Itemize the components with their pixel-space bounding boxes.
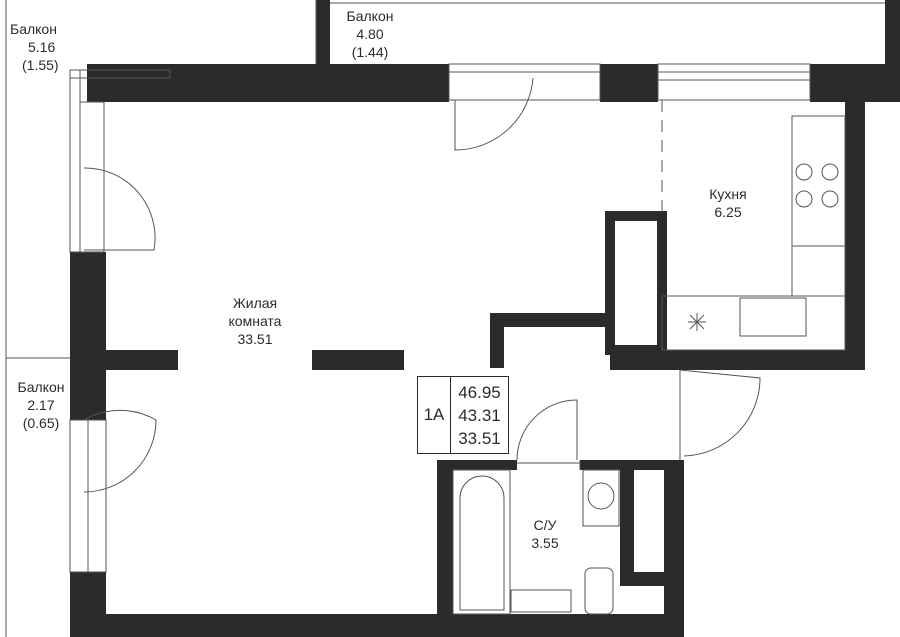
washing-machine-drum	[587, 482, 615, 510]
left-window-top	[79, 101, 105, 253]
door-swing-top	[454, 77, 534, 151]
right-wall	[845, 100, 865, 370]
balcony-top-left-area: 5.16	[28, 39, 56, 55]
top-wall-middle	[600, 64, 658, 102]
shaft-left-wall	[620, 460, 634, 586]
balcony-divider-wall	[316, 0, 330, 64]
kitchen-column	[605, 211, 667, 355]
stove-burner-4	[821, 190, 839, 208]
living-room-name-1: Жилая	[232, 295, 278, 311]
washing-machine	[582, 469, 620, 527]
left-wall-middle	[70, 252, 106, 420]
unit-area-without-balconies: 43.31	[458, 406, 501, 425]
balcony-left-name: Балкон	[17, 379, 65, 395]
unit-areas: 46.95 43.31 33.51	[451, 381, 508, 450]
stove-burner-2	[821, 163, 839, 181]
bathroom-top-wall-left	[437, 460, 517, 470]
kitchen-name: Кухня	[709, 186, 747, 202]
bathtub	[452, 469, 511, 615]
toilet	[584, 567, 614, 615]
kitchen-counter-bottom	[661, 295, 846, 351]
unit-living-area: 33.51	[458, 429, 501, 448]
living-room-name-2: комната	[228, 313, 282, 329]
balcony-left-label: Балкон 2.17 (0.65)	[12, 378, 70, 432]
door-swing-left-top	[83, 167, 156, 251]
balcony-left-area-alt: (0.65)	[22, 415, 60, 431]
bathroom-name: С/У	[533, 517, 557, 533]
balcony-top-left-area-alt: (1.55)	[22, 57, 59, 73]
walls	[70, 0, 900, 637]
unit-info-box: 1А 46.95 43.31 33.51	[417, 376, 509, 454]
stove-burner-1	[795, 163, 813, 181]
right-balcony-wall	[885, 0, 900, 100]
bathroom-right-wall	[664, 460, 684, 637]
door-swing-left-bottom	[83, 409, 157, 493]
living-room-label: Жилая комната 33.51	[215, 294, 295, 348]
bathroom-area: 3.55	[531, 535, 559, 551]
balcony-top-left-name: Балкон	[10, 21, 57, 37]
top-window-1	[448, 63, 601, 101]
stove-burner-3	[795, 190, 813, 208]
unit-total-area: 46.95	[458, 383, 501, 402]
partition-vertical	[490, 313, 504, 368]
kitchen-area: 6.25	[714, 204, 742, 220]
partition-horizontal	[490, 313, 612, 327]
bathroom-sink	[510, 589, 572, 613]
balcony-top-area: 4.80	[356, 26, 384, 42]
wall-stub-left	[104, 350, 178, 370]
bathroom-left-wall	[437, 460, 453, 620]
door-swing-kitchen	[679, 369, 761, 457]
thin-lines	[5, 0, 885, 637]
living-room-area: 33.51	[237, 331, 273, 347]
kitchen-label: Кухня 6.25	[698, 185, 758, 221]
balcony-top-left-label: Балкон 5.16 (1.55)	[10, 20, 70, 74]
balcony-top-name: Балкон	[346, 8, 394, 24]
unit-code: 1А	[418, 377, 451, 453]
shaft-bottom-wall	[620, 572, 670, 586]
bathtub-inner	[459, 475, 505, 611]
balcony-top-area-alt: (1.44)	[351, 44, 389, 60]
kitchen-bottom-wall	[610, 350, 865, 370]
balcony-top-label: Балкон 4.80 (1.44)	[340, 7, 400, 61]
door-swing-bathroom	[516, 399, 578, 461]
bottom-wall	[70, 614, 684, 637]
wall-stub-center	[312, 350, 404, 370]
left-frame-top	[69, 69, 81, 253]
ventilation-mark	[688, 313, 706, 331]
top-window-2	[657, 63, 811, 101]
left-wall-top	[87, 78, 105, 102]
kitchen-sink	[739, 297, 807, 337]
bathroom-label: С/У 3.55	[520, 516, 570, 552]
balcony-left-area: 2.17	[27, 397, 55, 413]
